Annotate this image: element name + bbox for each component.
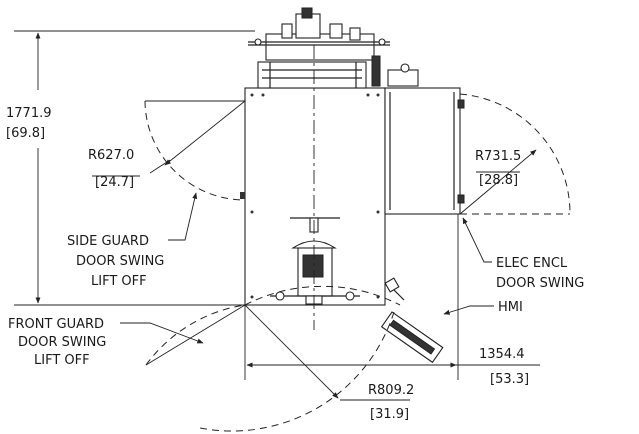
elec-encl-leader [462,217,492,263]
side-guard-swing [144,100,246,201]
front-guard-line-2: DOOR SWING [18,335,106,350]
elec-encl-line-1: ELEC ENCL [496,256,568,271]
front-radius-in-label: [31.9] [370,407,409,422]
side-radius-in-label: [24.7] [95,175,134,190]
height-in-label: [69.8] [6,126,45,141]
center-assembly [270,217,360,305]
front-guard-line-1: FRONT GUARD [8,317,104,332]
hmi-label: HMI [498,300,523,315]
height-dimension [14,30,255,306]
cabinet-screws [240,93,380,299]
front-guard-leader [120,322,204,344]
side-guard-line-1: SIDE GUARD [67,234,149,249]
front-radius-mm-label: R809.2 [368,383,414,398]
elec-radius-mm-label: R731.5 [475,149,521,164]
front-guard-swing [145,285,401,432]
height-mm-label: 1771.9 [6,106,52,121]
width-dimension [244,214,540,380]
width-in-label: [53.3] [490,372,529,387]
top-mechanism [248,7,419,89]
front-guard-line-3: LIFT OFF [34,353,90,368]
side-guard-leader [168,192,198,241]
elec-radius-in-label: [28.8] [479,173,518,188]
side-guard-line-2: DOOR SWING [76,254,164,269]
width-mm-label: 1354.4 [479,347,525,362]
hmi-leader [443,305,494,315]
side-radius-mm-label: R627.0 [88,148,134,163]
side-guard-line-3: LIFT OFF [91,274,147,289]
elec-door-swing [459,93,571,215]
hmi-panel [380,277,444,364]
electrical-enclosure [384,87,465,215]
elec-encl-line-2: DOOR SWING [496,276,584,291]
